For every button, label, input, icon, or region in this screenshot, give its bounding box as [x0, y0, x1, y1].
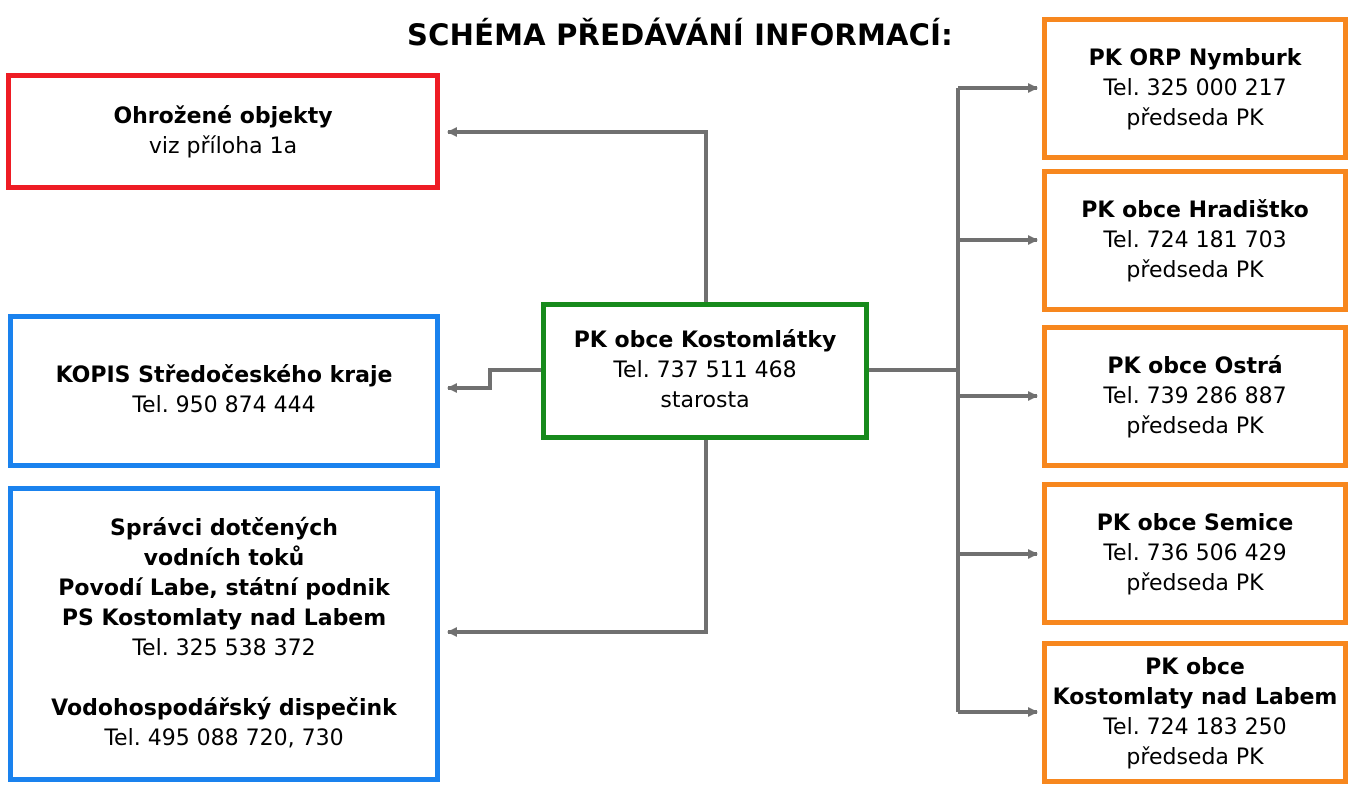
- ostra-tel: Tel. 739 286 887: [1103, 383, 1287, 409]
- water-dispatch-tel: Tel. 495 088 720, 730: [104, 726, 344, 751]
- center-tel: Tel. 737 511 468: [613, 358, 797, 383]
- arrow-to-kopis: [447, 368, 541, 393]
- kopis-box: KOPIS Středočeského kraje Tel. 950 874 4…: [8, 314, 440, 468]
- arrow-to-water-managers: [447, 440, 708, 637]
- water-managers-line4: PS Kostomlaty nad Labem: [61, 606, 387, 631]
- water-managers-line2: vodních toků: [143, 546, 305, 571]
- threatened-objects-label: Ohrožené objekty: [113, 103, 333, 129]
- water-managers-line3: Povodí Labe, státní podnik: [58, 576, 390, 601]
- orp-nymburk-name: PK ORP Nymburk: [1088, 45, 1302, 71]
- orp-nymburk-box: PK ORP Nymburk Tel. 325 000 217 předseda…: [1042, 17, 1348, 160]
- hradistko-role: předseda PK: [1126, 257, 1264, 283]
- kostomlaty-tel: Tel. 724 183 250: [1103, 714, 1287, 740]
- water-managers-line1: Správci dotčených: [110, 516, 338, 541]
- ostra-name: PK obce Ostrá: [1107, 353, 1283, 379]
- arrow-to-threatened: [447, 127, 708, 302]
- kostomlaty-name-line2: Kostomlaty nad Labem: [1052, 684, 1338, 710]
- ostra-box: PK obce Ostrá Tel. 739 286 887 předseda …: [1042, 325, 1348, 468]
- semice-role: předseda PK: [1126, 570, 1264, 596]
- kostomlaty-name-line1: PK obce: [1145, 654, 1245, 680]
- water-dispatch-label: Vodohospodářský dispečink: [51, 696, 397, 721]
- center-role: starosta: [660, 388, 750, 413]
- water-managers-tel: Tel. 325 538 372: [132, 636, 316, 661]
- threatened-objects-box: Ohrožené objekty viz příloha 1a: [6, 73, 440, 190]
- kopis-label: KOPIS Středočeského kraje: [55, 363, 393, 388]
- semice-name: PK obce Semice: [1096, 510, 1294, 536]
- center-name: PK obce Kostomlátky: [573, 328, 837, 353]
- hradistko-name: PK obce Hradištko: [1081, 197, 1309, 223]
- orp-nymburk-role: předseda PK: [1126, 105, 1264, 131]
- hradistko-tel: Tel. 724 181 703: [1103, 227, 1287, 253]
- ostra-role: předseda PK: [1126, 413, 1264, 439]
- hradistko-box: PK obce Hradištko Tel. 724 181 703 předs…: [1042, 169, 1348, 312]
- kopis-tel: Tel. 950 874 444: [132, 393, 316, 418]
- orp-nymburk-tel: Tel. 325 000 217: [1103, 75, 1287, 101]
- semice-box: PK obce Semice Tel. 736 506 429 předseda…: [1042, 482, 1348, 625]
- page-title: SCHÉMA PŘEDÁVÁNÍ INFORMACÍ:: [407, 18, 953, 52]
- center-kostomlatky-box: PK obce Kostomlátky Tel. 737 511 468 sta…: [541, 302, 869, 440]
- kostomlaty-box: PK obce Kostomlaty nad Labem Tel. 724 18…: [1042, 641, 1348, 784]
- kostomlaty-role: předseda PK: [1126, 744, 1264, 770]
- semice-tel: Tel. 736 506 429: [1103, 540, 1287, 566]
- water-managers-box: Správci dotčených vodních toků Povodí La…: [8, 486, 440, 782]
- threatened-objects-note: viz příloha 1a: [148, 133, 298, 159]
